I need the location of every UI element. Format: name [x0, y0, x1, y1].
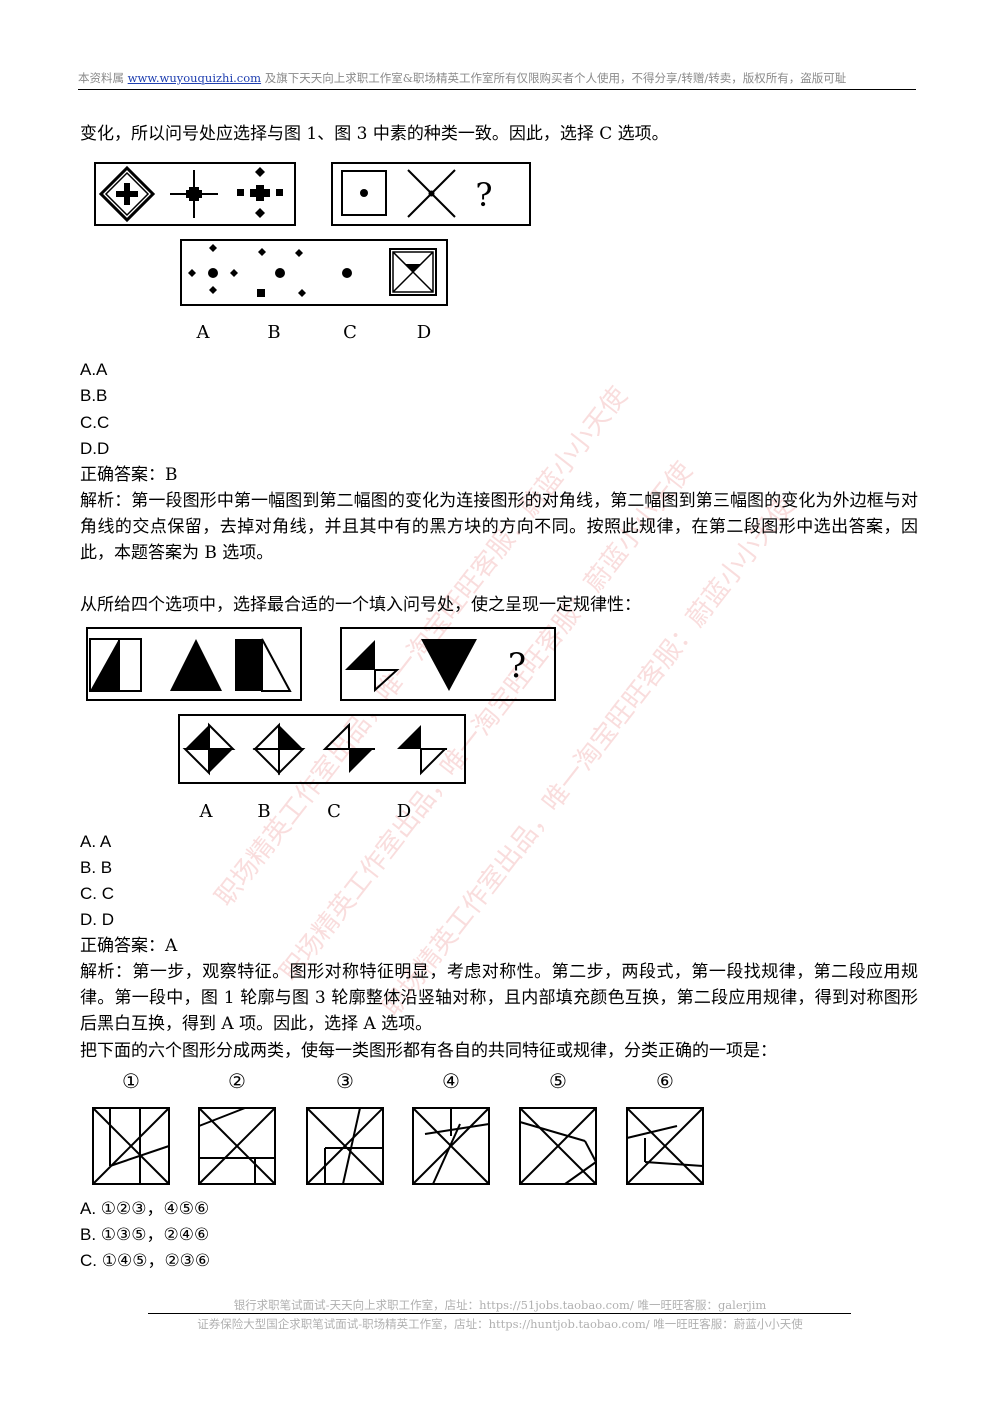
- q3-option-a[interactable]: A. ①②③，④⑤⑥: [80, 1199, 210, 1218]
- q2-fig2-triangle: [170, 639, 222, 691]
- q2-option-a[interactable]: A. A: [80, 832, 112, 851]
- q2-option-d-shape: [397, 725, 448, 776]
- q3-label-5: ⑤: [549, 1069, 567, 1093]
- q2-fig1-shape: [89, 638, 142, 692]
- q2-figure: ? A B C D: [86, 627, 556, 822]
- header-suffix: 及旗下天天向上求职工作室&职场精英工作室所有仅限购买者个人使用，不得分享/转赠/…: [261, 71, 847, 85]
- q2-label-a: A: [199, 801, 214, 822]
- q2-question-mark: ?: [508, 646, 526, 686]
- q1-option-d[interactable]: D.D: [80, 439, 110, 458]
- q1-option-b[interactable]: B.B: [80, 386, 108, 405]
- q2-fig4-shape: [345, 640, 400, 693]
- q2-option-c[interactable]: C. C: [80, 884, 114, 903]
- q3-stem: 把下面的六个图形分成两类，使每一类图形都有各自的共同特征或规律，分类正确的一项是…: [80, 1041, 777, 1061]
- q3-figure-3: [306, 1107, 384, 1185]
- q2-stem: 从所给四个选项中，选择最合适的一个填入问号处，使之呈现一定规律性：: [80, 595, 641, 615]
- q1-option-d-shape: [389, 248, 437, 296]
- q1-option-b-shape: [257, 248, 306, 297]
- q2-label-c: C: [327, 801, 341, 822]
- page-header: 本资料属 www.wuyouquizhi.com 及旗下天天向上求职工作室&职场…: [78, 70, 916, 86]
- q1-intro: 变化，所以问号处应选择与图 1、图 3 中素的种类一致。因此，选择 C 选项。: [80, 124, 669, 144]
- q3-label-2: ②: [228, 1069, 246, 1093]
- q3-label-6: ⑥: [656, 1069, 674, 1093]
- header-link[interactable]: www.wuyouquizhi.com: [127, 71, 262, 85]
- q1-label-a: A: [196, 322, 211, 343]
- q2-explanation: 解析：第一步，观察特征。图形对称特征明显，考虑对称性。第二步，两段式，第一段找规…: [80, 962, 918, 1034]
- q1-fig3-dots: [237, 167, 283, 218]
- q1-option-c[interactable]: C.C: [80, 413, 110, 432]
- q3-label-3: ③: [336, 1069, 354, 1093]
- q2-label-d: D: [397, 801, 411, 822]
- q2-option-b[interactable]: B. B: [80, 858, 113, 877]
- q1-explanation: 解析：第一段图形中第一幅图到第二幅图的变化为连接图形的对角线，第二幅图到第三幅图…: [80, 491, 918, 563]
- q2-option-b-shape: [252, 722, 306, 776]
- q1-option-c-shape: [342, 268, 352, 278]
- q1-label-b: B: [267, 322, 280, 343]
- q1-option-a[interactable]: A.A: [80, 360, 108, 379]
- q3-label-1: ①: [122, 1069, 140, 1093]
- q1-label-d: D: [417, 322, 431, 343]
- footer-line-1: 银行求职笔试面试-天天向上求职工作室，店址：https://51jobs.tao…: [233, 1298, 767, 1312]
- q3-figure-4: [412, 1107, 490, 1185]
- q2-answer: 正确答案：A: [80, 936, 178, 956]
- footer-divider: [148, 1313, 851, 1314]
- q1-figure: ? A B C D: [94, 162, 531, 343]
- q3-figure-6: [626, 1107, 704, 1185]
- q3-figure-5: [519, 1107, 597, 1185]
- q2-fig5-triangle: [421, 639, 477, 691]
- header-prefix: 本资料属: [78, 71, 128, 85]
- q2-label-b: B: [257, 801, 270, 822]
- header-divider: [78, 89, 916, 90]
- footer-line-2: 证券保险大型国企求职笔试面试-职场精英工作室，店址：https://huntjo…: [197, 1317, 803, 1331]
- q2-option-c-shape: [322, 722, 375, 773]
- q1-question-mark: ?: [475, 176, 492, 214]
- q3-label-4: ④: [442, 1069, 460, 1093]
- q1-label-c: C: [343, 322, 357, 343]
- q2-option-a-shape: [182, 722, 236, 776]
- q3-figure-1: [92, 1107, 170, 1185]
- q1-fig2-cross: [170, 170, 218, 218]
- q3-figure-2: [198, 1107, 276, 1185]
- q1-fig1-diamond-cross: [98, 165, 156, 223]
- q1-answer: 正确答案：B: [80, 465, 178, 485]
- q2-fig3-shape: [235, 638, 292, 692]
- q1-option-a-shape: [188, 244, 238, 294]
- q2-option-d[interactable]: D. D: [80, 910, 114, 929]
- q3-option-b[interactable]: B. ①③⑤，②④⑥: [80, 1225, 210, 1244]
- q3-option-c[interactable]: C. ①④⑤，②③⑥: [80, 1251, 211, 1270]
- q3-figure: ① ② ③ ④ ⑤ ⑥: [92, 1069, 704, 1185]
